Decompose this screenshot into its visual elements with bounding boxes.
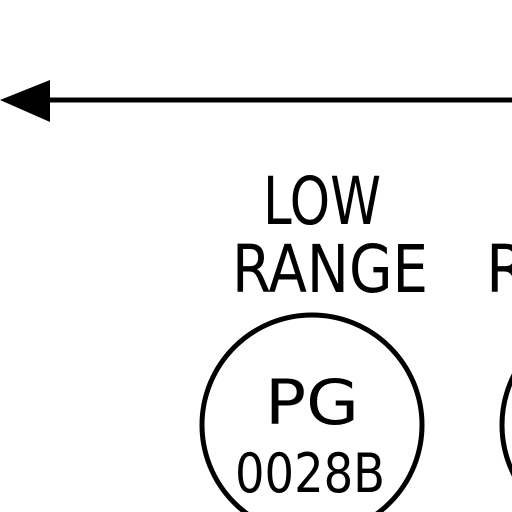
instrument-bubble bbox=[199, 312, 425, 512]
flow-arrowhead-icon bbox=[0, 80, 50, 122]
instrument-tag: PG bbox=[265, 366, 359, 439]
instrument-number: 0028B bbox=[235, 442, 385, 505]
instrument-bubble-2 bbox=[499, 373, 512, 477]
range-label-2-line2: R bbox=[486, 231, 512, 308]
range-label-line1: LOW bbox=[263, 163, 381, 240]
range-label-line2: RANGE bbox=[232, 231, 428, 308]
